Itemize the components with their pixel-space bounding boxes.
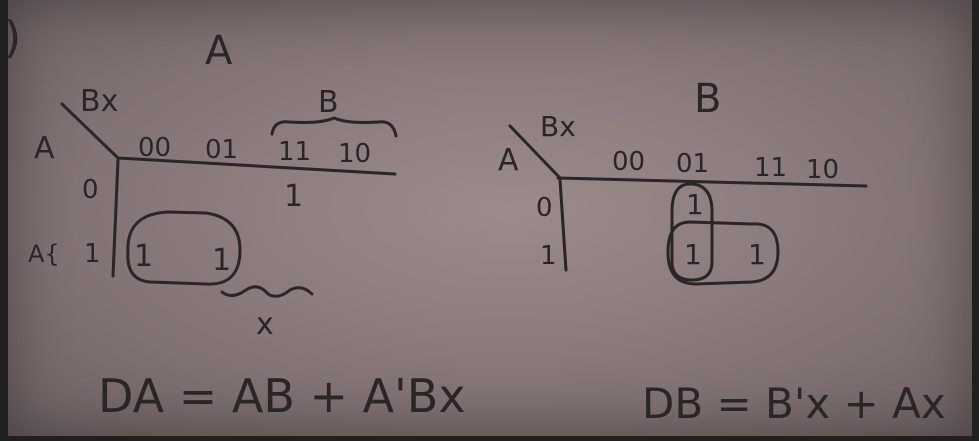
kmap-b: B Bx A 00 01 11 10 0 1 1 1 1 DB = B'x + …	[498, 76, 946, 428]
paper-sheet	[8, 0, 972, 436]
kmap-b-diagonal	[508, 124, 562, 180]
kmap-b-row-1: 1	[540, 241, 557, 271]
kmap-a: A Bx A B 00 01 11 10 0 A{ 1 1 1 1	[28, 28, 466, 423]
kmap-a-top-brace	[270, 116, 398, 138]
kmap-b-row-0: 0	[536, 193, 553, 223]
kmap-b-cell-r1-c11: 1	[748, 238, 766, 271]
kmap-b-col-var: Bx	[540, 110, 576, 143]
kmap-a-title: A	[205, 28, 233, 74]
kmap-b-col-11: 11	[754, 153, 787, 183]
kmap-a-col-01: 01	[205, 135, 238, 165]
kmap-a-cell-r1-c01: 1	[212, 243, 231, 278]
kmap-b-cell-r0-c01: 1	[686, 188, 704, 221]
kmap-a-left-axis	[111, 158, 120, 278]
kmap-a-top-axis	[116, 156, 397, 176]
kmap-a-brace-label: B	[318, 85, 339, 120]
kmap-a-diagonal	[60, 102, 120, 160]
kmap-a-row-1: 1	[84, 239, 101, 269]
kmap-a-brace-under-label: x	[256, 307, 274, 342]
kmap-b-vertical-loop	[670, 182, 714, 282]
kmap-a-col-00: 00	[138, 133, 171, 163]
kmap-b-cell-r1-c01: 1	[684, 238, 702, 271]
kmap-a-cell-r0-c11: 1	[284, 179, 303, 214]
kmap-a-row-0: 0	[82, 175, 99, 205]
kmap-b-col-01: 01	[676, 149, 709, 179]
kmap-a-col-var: Bx	[80, 84, 118, 119]
kmap-a-row1-prefix: A{	[28, 240, 60, 268]
kmap-a-cell-r1-c00: 1	[134, 239, 153, 274]
kmap-b-top-axis	[556, 176, 868, 188]
kmap-b-horizontal-loop	[666, 220, 780, 286]
kmap-b-row-var: A	[498, 143, 519, 178]
kmap-b-title: B	[694, 76, 721, 122]
kmap-a-bottom-brace	[220, 285, 314, 298]
kmap-a-group-loop	[126, 210, 242, 286]
kmap-b-left-axis	[558, 178, 568, 272]
kmap-b-col-00: 00	[612, 147, 645, 177]
equation-db: DB = B'x + Ax	[642, 379, 946, 428]
kmap-a-col-11: 11	[278, 137, 311, 167]
kmap-b-col-10: 10	[806, 155, 839, 185]
equation-da: DA = AB + A'Bx	[98, 369, 466, 423]
kmap-a-row-var: A	[34, 131, 55, 166]
corner-mark: )	[4, 12, 21, 63]
kmap-a-col-10: 10	[338, 139, 371, 169]
